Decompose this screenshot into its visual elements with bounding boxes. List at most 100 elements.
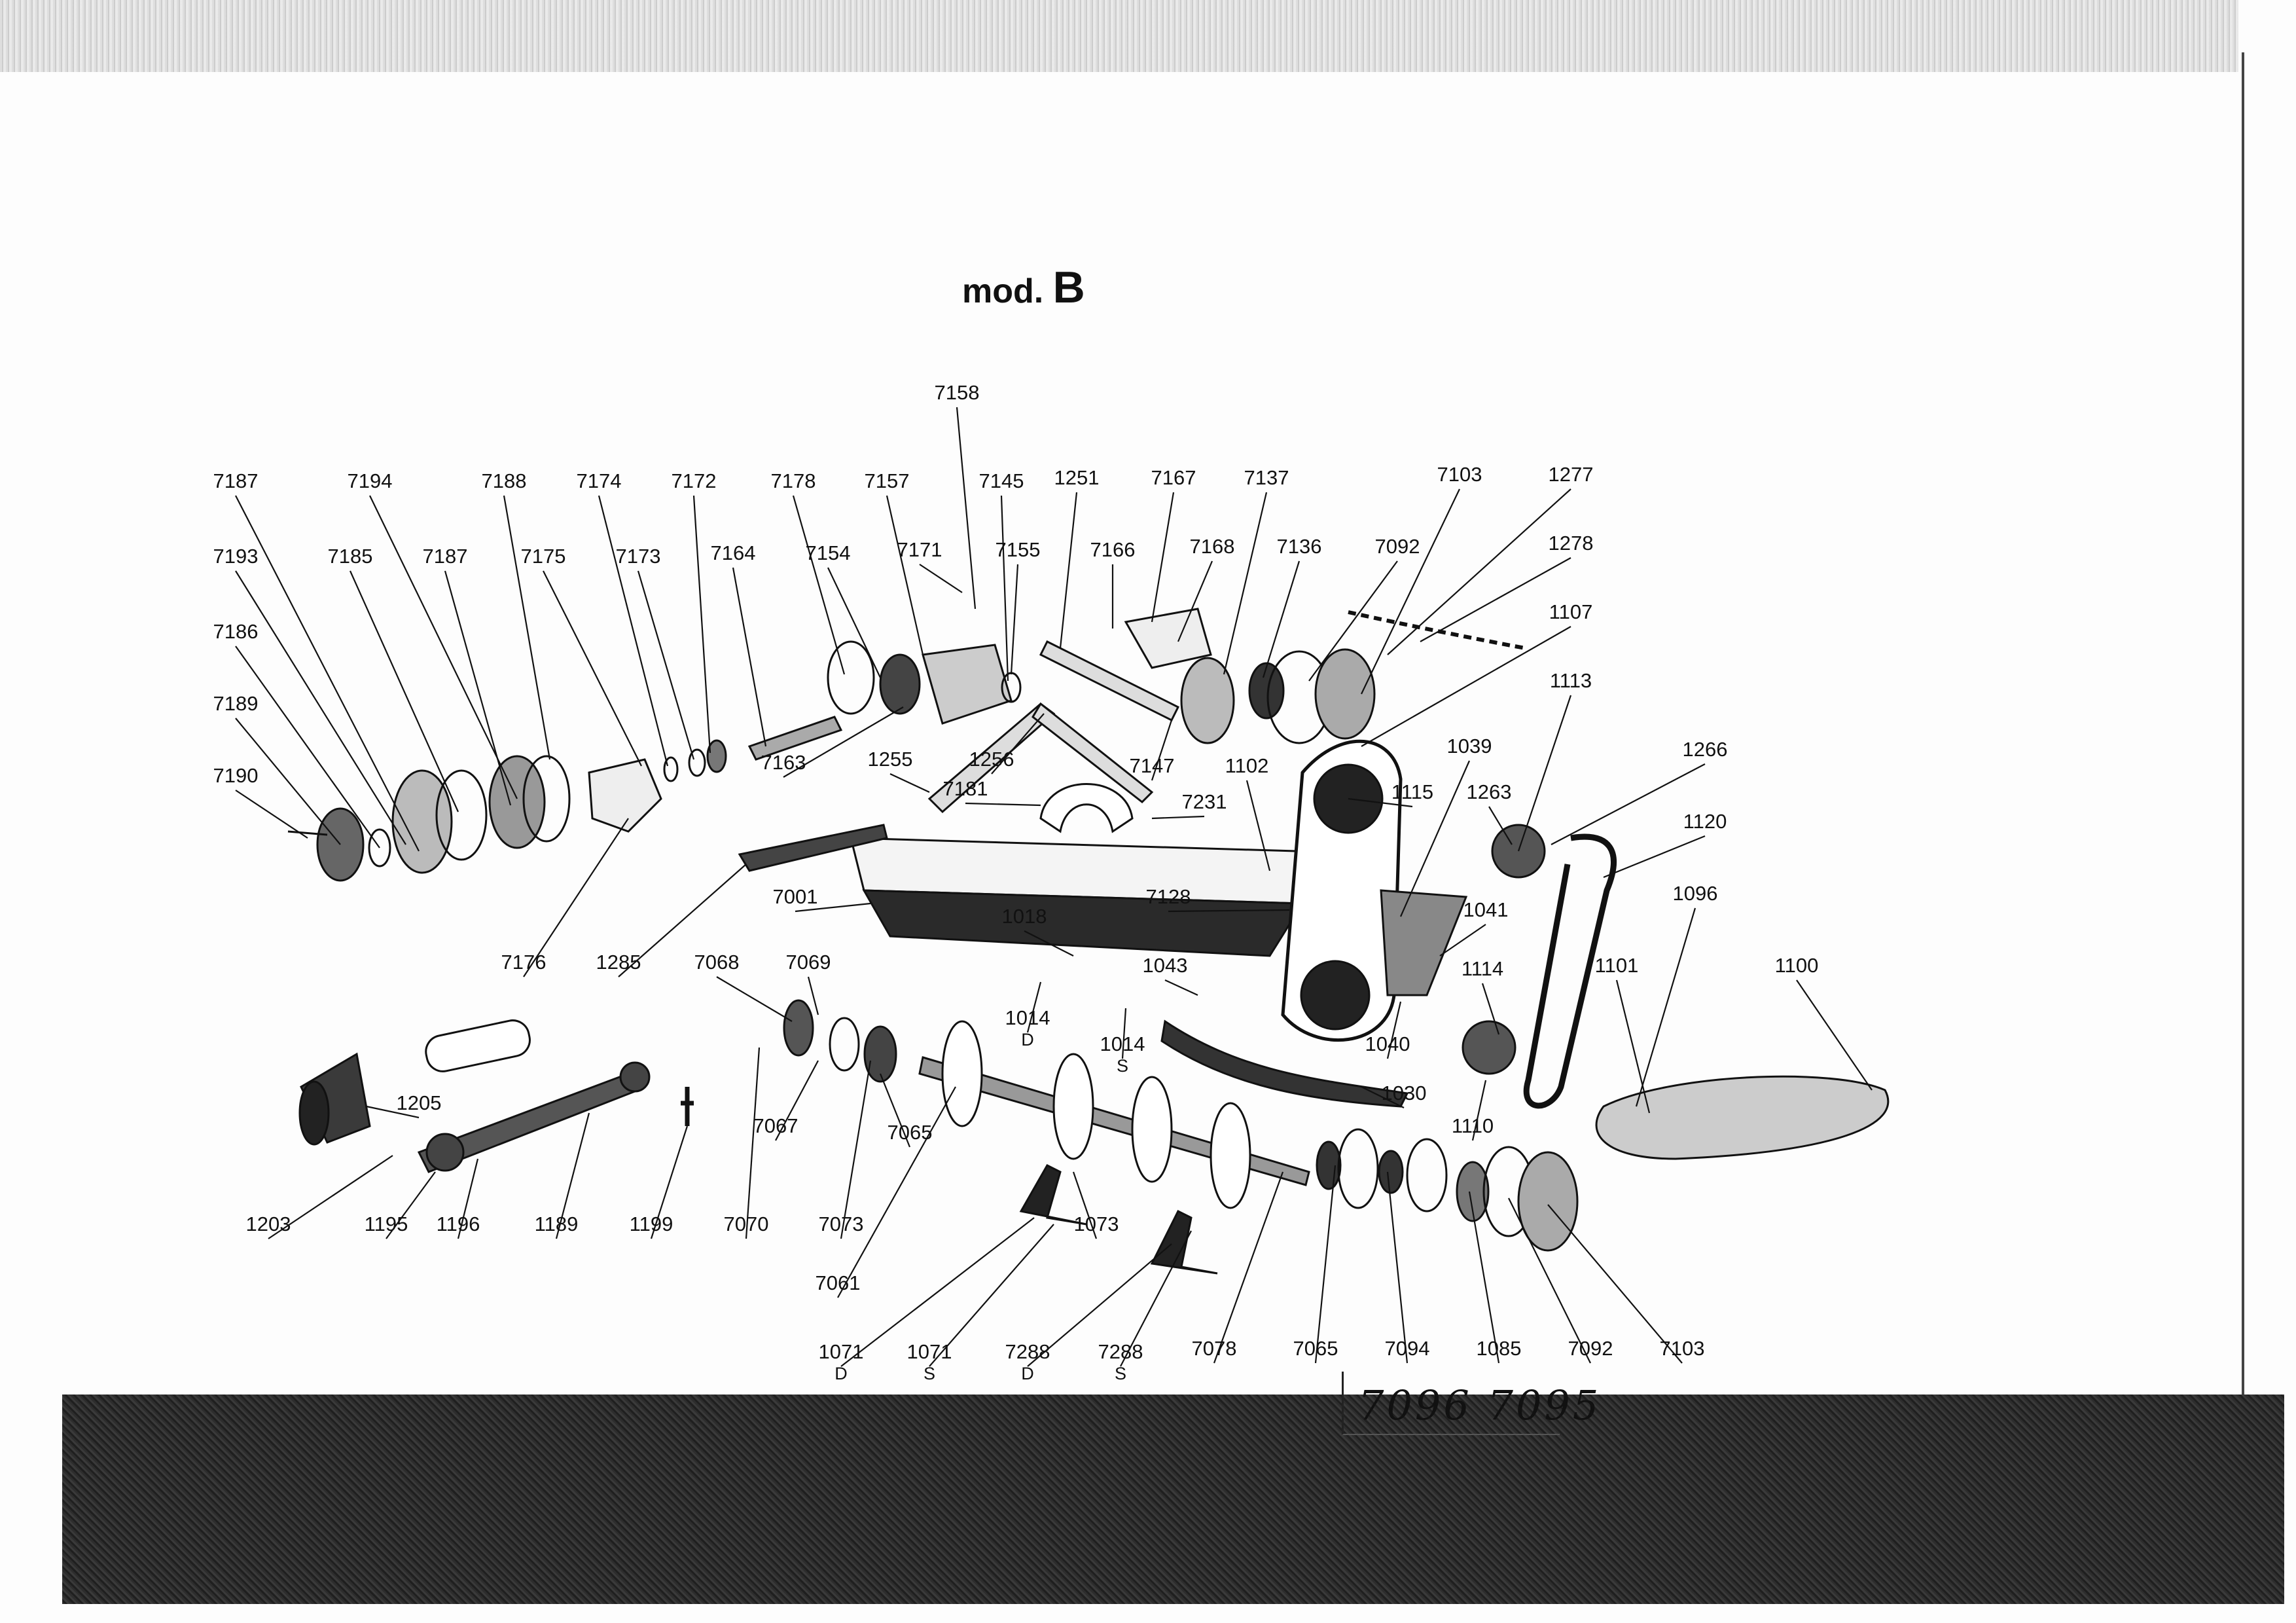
leader-line-1071D — [840, 1217, 1035, 1367]
pto-guard-tube — [425, 1019, 531, 1072]
leader-line-7231 — [1151, 815, 1205, 820]
part-number-7092a: 7092 — [1375, 535, 1420, 558]
universal-joint-left — [425, 1133, 465, 1172]
pressure-plate — [435, 769, 488, 861]
part-number-1100: 1100 — [1775, 954, 1819, 977]
leader-line-7128 — [1168, 909, 1290, 913]
output-bearing — [1248, 662, 1285, 720]
leader-line-7164 — [732, 567, 767, 747]
leader-line-1041 — [1439, 924, 1486, 957]
part-number-7188: 7188 — [482, 469, 527, 492]
leader-line-1114 — [1481, 983, 1500, 1035]
gearbox-housing — [922, 644, 1013, 725]
seal-ring — [368, 828, 391, 867]
leader-line-1205 — [366, 1105, 420, 1119]
leader-line-7070 — [745, 1047, 761, 1239]
part-number-1196: 1196 — [437, 1213, 480, 1235]
part-number-1071D: 1071 — [819, 1340, 864, 1363]
rotor-flange-2 — [1052, 1053, 1094, 1160]
friction-disc — [391, 769, 453, 874]
part-number-1110: 1110 — [1452, 1114, 1494, 1137]
leader-line-7167 — [1151, 492, 1175, 623]
handwritten-part-numbers: 7096 7095 — [1358, 1381, 1602, 1429]
part-number-7176: 7176 — [501, 951, 547, 974]
leader-line-7173 — [637, 570, 695, 760]
part-number-7171: 7171 — [897, 538, 942, 561]
part-number-1014S: 1014 — [1100, 1032, 1145, 1055]
part-number-1203: 1203 — [246, 1213, 291, 1235]
leader-line-1196 — [457, 1158, 479, 1239]
part-number-1115: 1115 — [1391, 780, 1433, 803]
part-number-7092b: 7092 — [1568, 1337, 1613, 1360]
part-number-1102: 1102 — [1225, 754, 1269, 777]
part-number-1114: 1114 — [1462, 957, 1503, 980]
leader-line-1071S — [929, 1224, 1054, 1367]
part-number-1205: 1205 — [397, 1091, 442, 1114]
cross-joint — [681, 1087, 694, 1126]
leader-line-7171 — [919, 564, 963, 593]
leader-line-1107 — [1361, 626, 1571, 747]
rotor-seal-left — [829, 1017, 860, 1072]
small-washer-1 — [663, 756, 679, 782]
bearing-support-bracket — [588, 758, 662, 833]
leader-line-1085 — [1468, 1191, 1500, 1364]
transmission-chain-top — [1348, 610, 1526, 650]
leader-line-1266 — [1551, 763, 1706, 845]
part-number-7078: 7078 — [1192, 1337, 1237, 1360]
leader-line-7068 — [716, 976, 793, 1022]
part-side-1071S: S — [924, 1364, 935, 1383]
pto-guard-rim — [298, 1080, 330, 1146]
part-number-1073: 1073 — [1074, 1213, 1119, 1235]
input-shaft — [747, 716, 843, 761]
part-number-7136: 7136 — [1277, 535, 1322, 558]
leader-line-7187a — [235, 495, 420, 852]
leader-line-1043 — [1164, 979, 1198, 996]
part-number-7094: 7094 — [1385, 1337, 1430, 1360]
part-number-7166: 7166 — [1090, 538, 1136, 561]
leader-line-1073 — [1072, 1171, 1098, 1239]
leader-line-1040 — [1386, 1001, 1402, 1059]
page-edge-line — [2242, 52, 2244, 1414]
part-number-1043: 1043 — [1143, 954, 1188, 977]
leader-line-7193 — [235, 570, 406, 845]
leader-line-1251 — [1059, 492, 1078, 649]
universal-joint-right — [619, 1061, 651, 1093]
part-number-1113: 1113 — [1550, 669, 1592, 692]
leader-line-7155 — [1010, 564, 1019, 675]
leader-line-7061 — [837, 1086, 956, 1298]
leader-line-7190 — [235, 790, 308, 839]
part-number-7145: 7145 — [979, 469, 1024, 492]
part-number-7070: 7070 — [724, 1213, 769, 1235]
rotor-gasket-right — [1517, 1151, 1579, 1252]
part-number-7175: 7175 — [521, 545, 566, 568]
leader-line-7194 — [369, 495, 518, 799]
clutch-cover — [522, 755, 571, 843]
rotor-cover-right — [1406, 1138, 1448, 1213]
leader-line-1277 — [1387, 488, 1571, 655]
part-illustrations — [287, 608, 1890, 1275]
output-gasket — [1314, 648, 1376, 740]
leader-line-1014S — [1121, 1008, 1127, 1059]
part-number-7154: 7154 — [806, 541, 851, 564]
part-number-1014D: 1014 — [1005, 1006, 1050, 1029]
part-number-7181: 7181 — [943, 777, 988, 800]
part-number-1195: 1195 — [365, 1213, 408, 1235]
leader-line-1263 — [1488, 806, 1513, 845]
leader-line-7181 — [965, 802, 1041, 807]
leader-line-1195 — [386, 1171, 436, 1239]
rotor-bearing-cap — [1456, 1161, 1490, 1222]
part-side-1071D: D — [834, 1364, 848, 1383]
part-number-7068: 7068 — [694, 951, 740, 974]
leader-line-7174 — [598, 495, 669, 767]
leader-line-7187b — [444, 570, 512, 806]
scan-noise-bottom — [62, 1395, 2284, 1604]
hitch-bracket — [1124, 608, 1212, 669]
part-number-7103b: 7103 — [1660, 1337, 1705, 1360]
part-number-7193: 7193 — [213, 545, 259, 568]
part-number-7189: 7189 — [213, 692, 259, 715]
part-number-7158: 7158 — [935, 381, 980, 404]
leader-line-1030 — [1361, 1086, 1405, 1108]
leader-line-7168 — [1177, 560, 1213, 642]
leader-line-7157 — [886, 495, 924, 655]
part-number-1189: 1189 — [535, 1213, 579, 1235]
